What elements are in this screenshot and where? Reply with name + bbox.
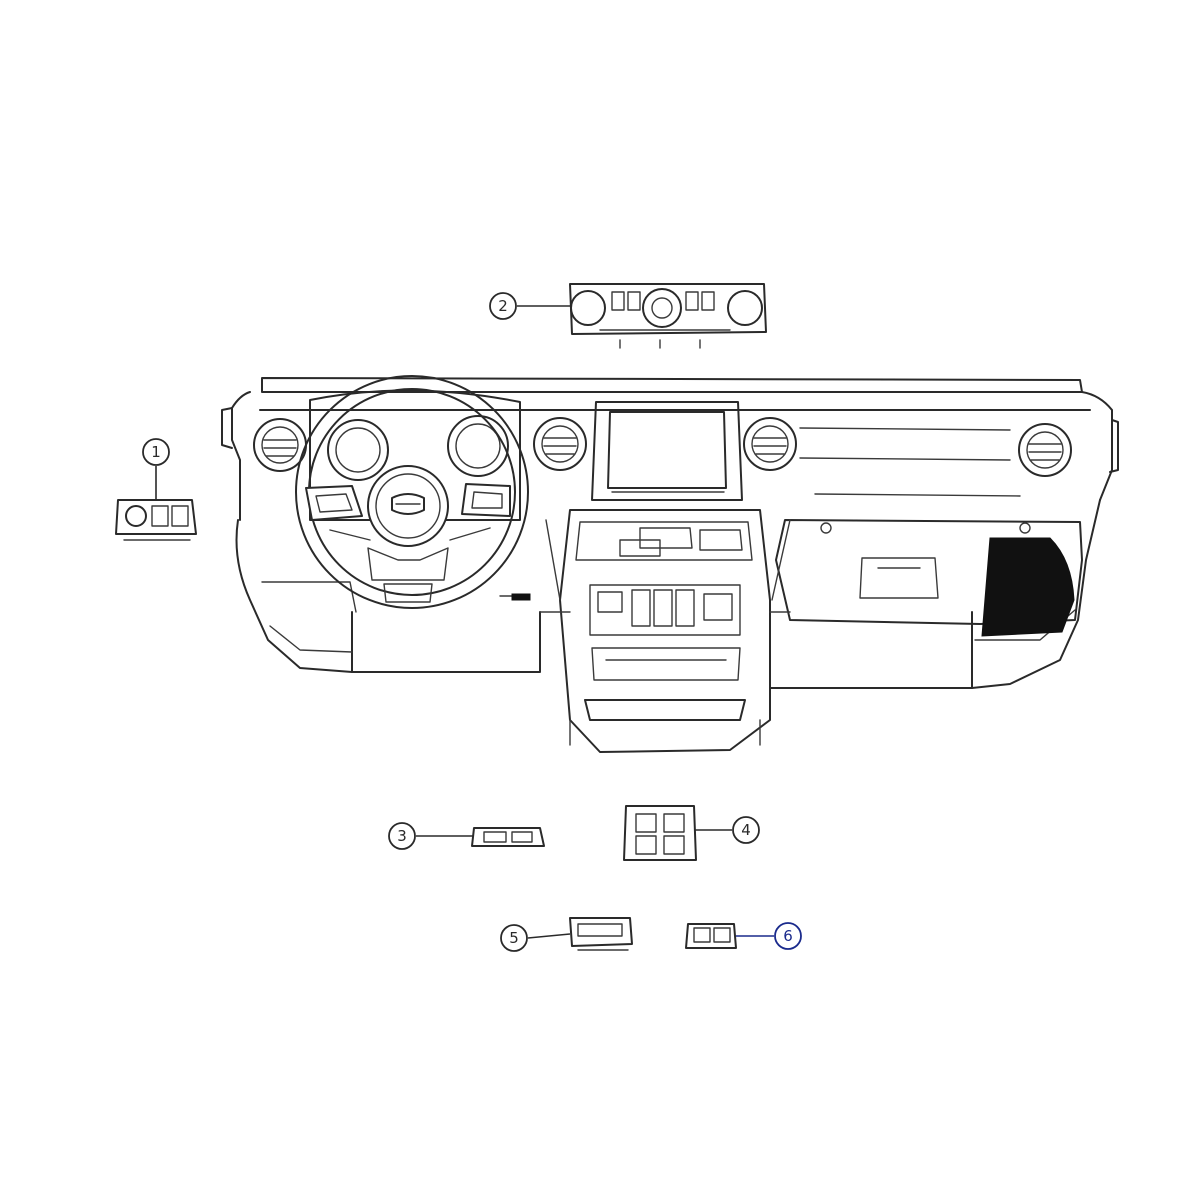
callout-5-label: 5 (509, 929, 519, 947)
small-switch (471, 827, 545, 847)
window-switch-bank (623, 805, 697, 861)
switch-module-lower-left (569, 917, 633, 951)
callout-4-label: 4 (741, 821, 751, 839)
climate-control-panel (569, 283, 767, 349)
switch-pack-left (115, 499, 197, 541)
leader-lines (155, 305, 774, 939)
callout-6-label: 6 (783, 927, 793, 945)
switch-module-lower-right (685, 923, 737, 949)
callout-3[interactable]: 3 (388, 822, 416, 850)
callout-1[interactable]: 1 (142, 438, 170, 466)
callout-6[interactable]: 6 (774, 922, 802, 950)
callout-3-label: 3 (397, 827, 407, 845)
callout-4[interactable]: 4 (732, 816, 760, 844)
callout-2-label: 2 (498, 297, 508, 315)
instrument-panel (221, 375, 1119, 753)
callout-2[interactable]: 2 (489, 292, 517, 320)
callout-5[interactable]: 5 (500, 924, 528, 952)
callout-1-label: 1 (151, 443, 161, 461)
